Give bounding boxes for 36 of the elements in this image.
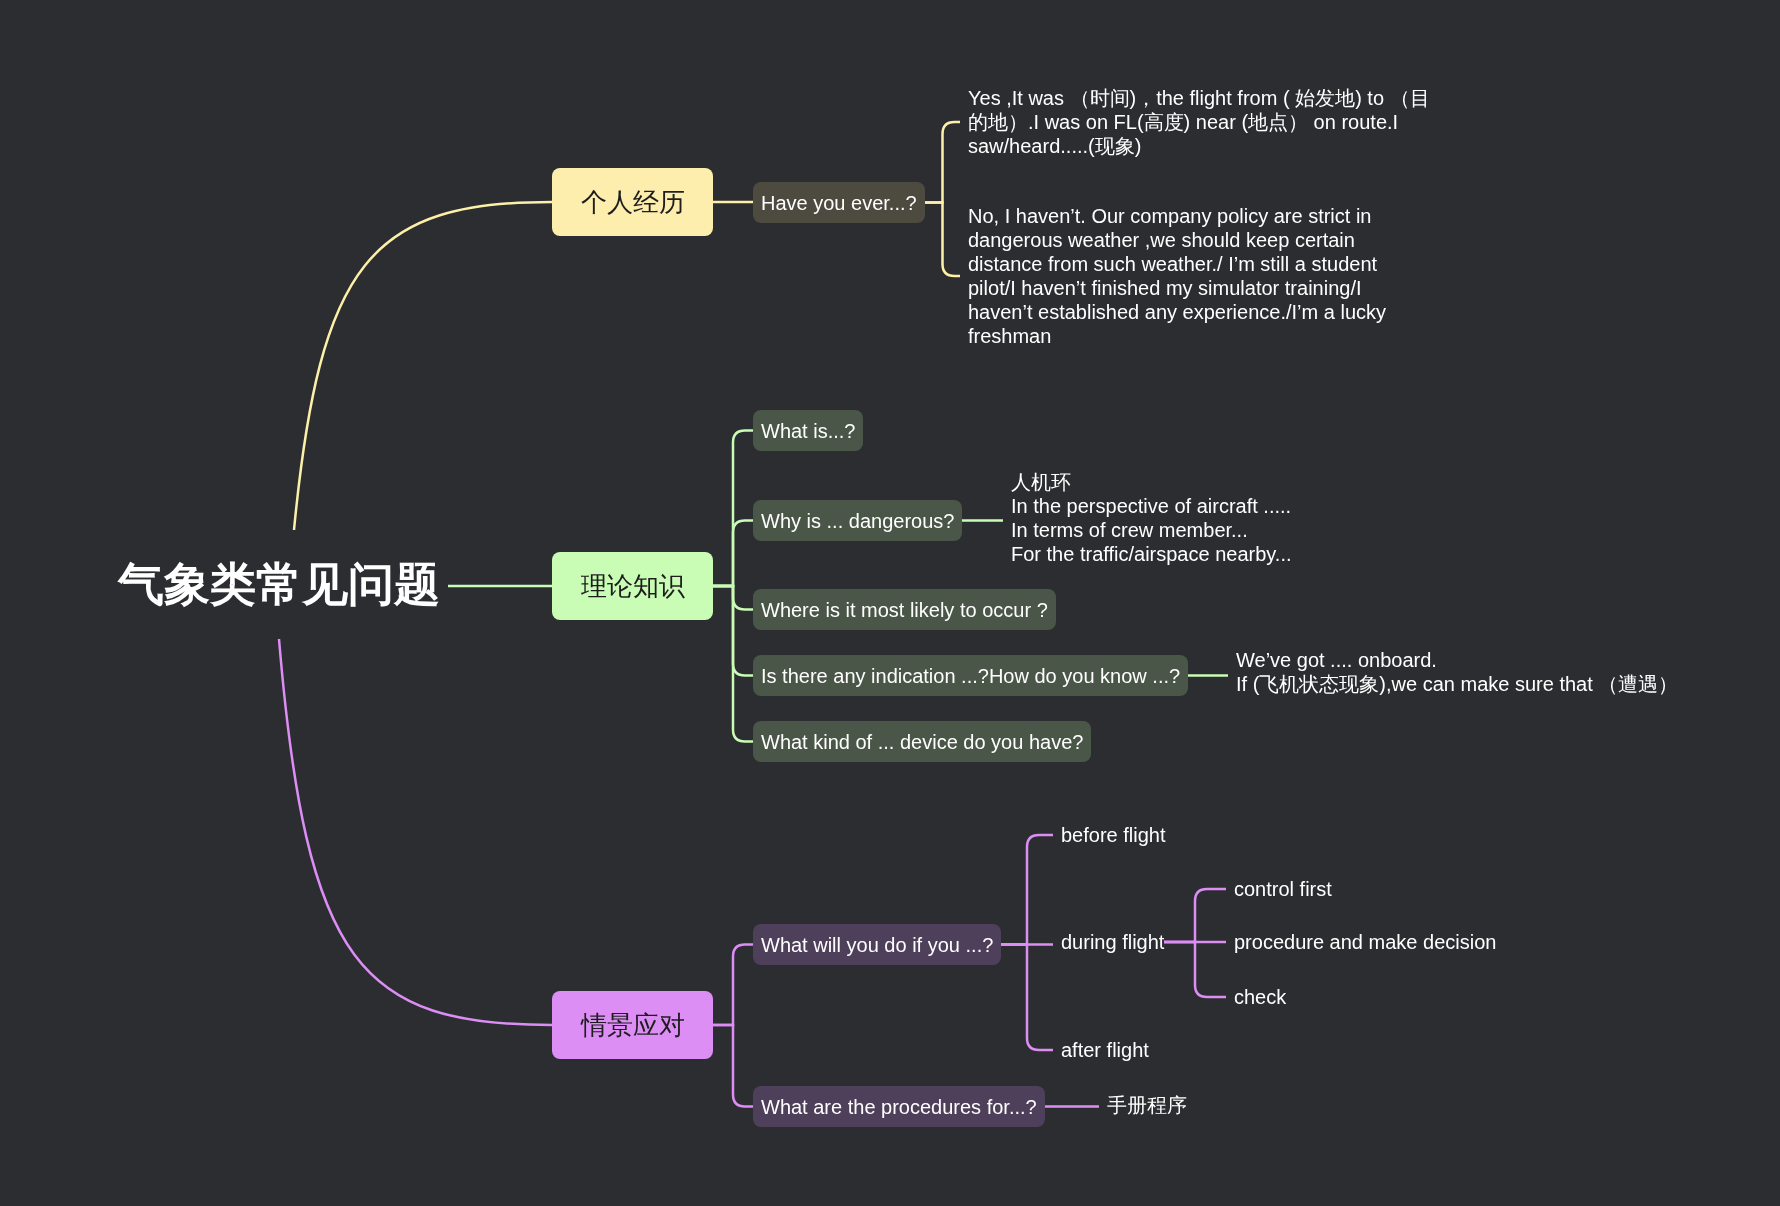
main-topic-box: 个人经历 [552,168,713,236]
connector-line [1164,940,1226,999]
topic-text: after flight [1053,1038,1149,1062]
topic-text: If (飞机状态现象),we can make sure that （遭遇） [1236,672,1679,696]
topic-text: No, I haven’t. Our company policy are strict in dangerous weather ,we should keep certain distance from such weather./ I’m still a student pilot/I haven’t finished my simulator training/I haven’t established any experience./I’m a lucky freshman [960,204,1430,348]
subtopic-box: Have you ever...? [753,182,925,223]
subtopic-box: What are the procedures for...? [753,1086,1045,1127]
topic-text: check [1226,985,1287,1009]
topic-text: procedure and make decision [1226,930,1497,954]
topic-text: 人机环 [1011,470,1072,494]
topic-text: 手册程序 [1099,1093,1187,1117]
subtopic-box: Why is ... dangerous? [753,500,963,541]
connector-line [1001,943,1053,1052]
topic-text: control first [1226,877,1332,901]
connector-line [448,584,552,588]
connector-line [277,638,553,1027]
connector-line [292,200,553,531]
connector-line [713,200,753,204]
main-topic-box: 情景应对 [552,991,713,1059]
main-topic-box: 理论知识 [552,552,713,620]
connector-line [1188,674,1228,677]
connector-line [1045,1105,1099,1108]
subtopic-box: Is there any indication ...?How do you know ...? [753,655,1189,696]
topic-text: In terms of crew member... [1011,518,1249,542]
topic-text: Yes ,It was （时间)，the flight from ( 始发地) to （目的地）.I was on FL(高度) near (地点） on route.I saw/heard.....(现象) [960,86,1430,158]
subtopic-box: What is...? [753,410,864,451]
topic-text: For the traffic/airspace nearby... [1011,542,1292,566]
subtopic-box: What will you do if you ...? [753,924,1002,965]
topic-text: We’ve got .... onboard. [1236,648,1438,672]
subtopic-box: What kind of ... device do you have? [753,721,1092,762]
topic-text: during flight [1053,930,1165,954]
connector-line [962,519,1003,522]
topic-text: In the perspective of aircraft ..... [1011,494,1292,518]
subtopic-box: Where is it most likely to occur ? [753,589,1056,630]
topic-text: before flight [1053,823,1166,847]
central-topic: 气象类常见问题 [110,530,448,639]
